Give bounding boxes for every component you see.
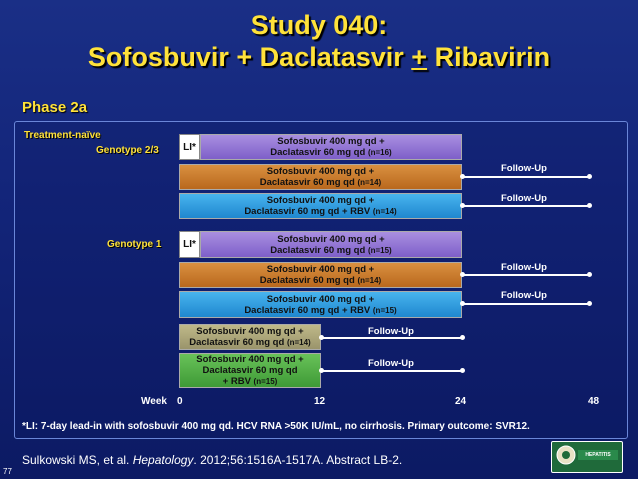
arm-line1: Sofosbuvir 400 mg qd + xyxy=(277,136,385,147)
follow-up-end-dot xyxy=(587,174,592,179)
arm-line1: Sofosbuvir 400 mg qd + xyxy=(196,354,304,365)
lead-in-box: LI* xyxy=(179,134,200,160)
arm-line2: Daclatasvir 60 mg qd + RBV (n=14) xyxy=(244,206,397,217)
reference-journal: Hepatology xyxy=(132,453,194,467)
follow-up-line xyxy=(462,274,589,276)
reference-authors: Sulkowski MS, et al. xyxy=(22,453,133,467)
follow-up-end-dot xyxy=(587,203,592,208)
arm-line1: Sofosbuvir 400 mg qd + xyxy=(266,293,375,305)
week-label: Week xyxy=(141,396,167,407)
logo-graphic xyxy=(556,445,618,465)
title-line-2: Sofosbuvir + Daclatasvir + Ribavirin xyxy=(0,42,638,72)
follow-up-end-dot xyxy=(587,272,592,277)
arm-line2: Daclatasvir 60 mg qd (n=15) xyxy=(270,244,392,256)
follow-up-label: Follow-Up xyxy=(501,193,547,204)
hepatitis-logo: HEPATITIS xyxy=(551,441,623,473)
arm-line3: + RBV (n=15) xyxy=(222,376,278,387)
arm-line1: Sofosbuvir 400 mg qd + xyxy=(277,233,385,245)
follow-up-label: Follow-Up xyxy=(501,262,547,273)
follow-up-line xyxy=(321,370,462,372)
follow-up-start-dot xyxy=(460,272,465,277)
arm-line2: Daclatasvir 60 mg qd + RBV (n=15) xyxy=(244,304,397,316)
arm-line2: Daclatasvir 60 mg qd (n=14) xyxy=(189,337,311,348)
follow-up-line xyxy=(462,205,589,207)
follow-up-end-dot xyxy=(460,368,465,373)
follow-up-label: Follow-Up xyxy=(368,326,414,337)
arm-line1: Sofosbuvir 400 mg qd + xyxy=(266,195,375,206)
follow-up-line xyxy=(462,303,589,305)
plus-minus-symbol: + xyxy=(411,42,428,72)
follow-up-start-dot xyxy=(460,301,465,306)
follow-up-line xyxy=(462,176,589,178)
follow-up-end-dot xyxy=(460,335,465,340)
week-tick-24: 24 xyxy=(455,396,467,407)
phase-label: Phase 2a xyxy=(22,99,88,116)
arm-bar: Sofosbuvir 400 mg qd + Daclatasvir 60 mg… xyxy=(179,324,321,350)
title-line-2-b: Ribavirin xyxy=(427,42,551,72)
arm-line1: Sofosbuvir 400 mg qd + xyxy=(266,264,375,275)
week-tick-12: 12 xyxy=(314,396,326,407)
footnote: *LI: 7-day lead-in with sofosbuvir 400 m… xyxy=(22,421,530,432)
title-line-2-a: Sofosbuvir + Daclatasvir xyxy=(87,42,412,72)
slide-number: 77 xyxy=(3,467,12,476)
arm-line2: Daclatasvir 60 mg qd xyxy=(202,365,298,376)
follow-up-start-dot xyxy=(319,335,324,340)
slide-title: Study 040: Sofosbuvir + Daclatasvir + Ri… xyxy=(0,10,638,72)
follow-up-start-dot xyxy=(460,174,465,179)
arm-line1: Sofosbuvir 400 mg qd + xyxy=(266,166,375,177)
reference: Sulkowski MS, et al. Hepatology. 2012;56… xyxy=(22,453,402,467)
genotype-1-label: Genotype 1 xyxy=(107,239,162,250)
follow-up-label: Follow-Up xyxy=(501,290,547,301)
arm-bar: Sofosbuvir 400 mg qd + Daclatasvir 60 mg… xyxy=(200,134,462,160)
arm-line2: Daclatasvir 60 mg qd (n=16) xyxy=(270,147,392,158)
arm-bar: Sofosbuvir 400 mg qd + Daclatasvir 60 mg… xyxy=(179,262,462,288)
follow-up-start-dot xyxy=(319,368,324,373)
arm-bar: Sofosbuvir 400 mg qd + Daclatasvir 60 mg… xyxy=(200,231,462,258)
arm-line1: Sofosbuvir 400 mg qd + xyxy=(196,326,304,337)
follow-up-line xyxy=(321,337,462,339)
follow-up-start-dot xyxy=(460,203,465,208)
week-tick-48: 48 xyxy=(588,396,600,407)
lead-in-box: LI* xyxy=(179,231,200,258)
arm-bar: Sofosbuvir 400 mg qd + Daclatasvir 60 mg… xyxy=(179,353,321,388)
arm-bar: Sofosbuvir 400 mg qd + Daclatasvir 60 mg… xyxy=(179,164,462,190)
follow-up-label: Follow-Up xyxy=(501,163,547,174)
arm-line2: Daclatasvir 60 mg qd (n=14) xyxy=(259,177,382,188)
follow-up-label: Follow-Up xyxy=(368,358,414,369)
follow-up-end-dot xyxy=(587,301,592,306)
week-tick-0: 0 xyxy=(177,396,183,407)
arm-bar: Sofosbuvir 400 mg qd + Daclatasvir 60 mg… xyxy=(179,291,462,318)
treatment-naive-label: Treatment-naïve xyxy=(24,130,101,141)
arm-line2: Daclatasvir 60 mg qd (n=14) xyxy=(259,275,382,286)
genotype-23-label: Genotype 2/3 xyxy=(96,145,159,156)
arm-bar: Sofosbuvir 400 mg qd + Daclatasvir 60 mg… xyxy=(179,193,462,219)
logo-text: HEPATITIS xyxy=(585,452,611,458)
reference-details: . 2012;56:1516A-1517A. Abstract LB-2. xyxy=(193,453,403,467)
title-line-1: Study 040: xyxy=(250,10,388,40)
